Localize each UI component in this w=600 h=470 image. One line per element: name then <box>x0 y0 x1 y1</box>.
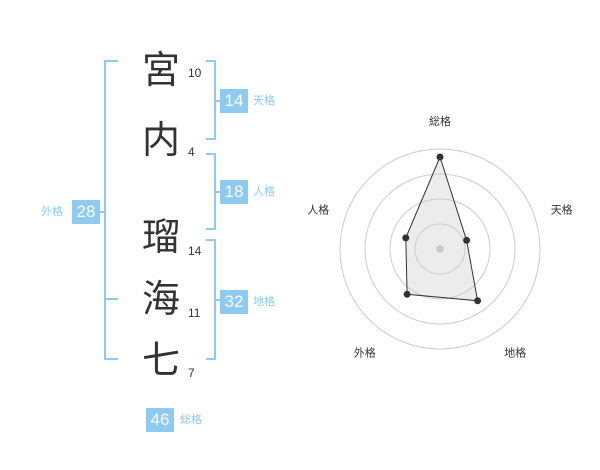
radar-axis-label-1: 総格 <box>429 114 451 128</box>
tenkaku-label: 天格 <box>253 94 275 107</box>
chikaku-label: 地格 <box>253 295 275 308</box>
tenkaku-tick <box>214 100 220 102</box>
tenkaku-value-badge: 14 <box>220 89 248 113</box>
radar-point-3 <box>474 297 482 305</box>
gaikaku-inner-tick <box>104 298 118 300</box>
soukaku-value-badge: 46 <box>146 408 174 432</box>
radar-point-5 <box>402 234 410 242</box>
stroke-count-3: 14 <box>188 244 202 258</box>
name-char-4: 海 <box>141 277 180 321</box>
name-char-1: 宮 <box>141 48 180 92</box>
radar-axis-label-5: 人格 <box>307 202 329 216</box>
jinkaku-value-badge: 18 <box>220 180 248 204</box>
radar-ring-2 <box>389 198 491 300</box>
stroke-count-2: 4 <box>188 145 195 159</box>
radar-center-dot <box>436 245 444 253</box>
radar-axis-label-2: 天格 <box>551 202 573 216</box>
gaikaku-tick <box>100 211 106 213</box>
gaikaku-bracket <box>104 60 118 360</box>
gaikaku-label: 外格 <box>41 205 63 218</box>
name-char-2: 内 <box>141 118 180 162</box>
gaikaku-value-badge: 28 <box>72 200 100 224</box>
radar-series-polygon <box>405 155 479 302</box>
radar-ring-1 <box>414 223 466 275</box>
chikaku-tick <box>214 299 220 301</box>
radar-ring-4 <box>339 148 541 350</box>
name-char-5: 七 <box>141 338 180 382</box>
chikaku-value-badge: 32 <box>220 290 248 314</box>
stroke-count-1: 10 <box>188 66 202 80</box>
jinkaku-label: 人格 <box>253 185 275 198</box>
radar-axis-label-4: 外格 <box>354 346 376 360</box>
radar-ring-3 <box>364 173 516 325</box>
name-char-3: 瑠 <box>141 215 180 259</box>
radar-point-2 <box>463 236 471 244</box>
soukaku-label: 総格 <box>180 413 202 426</box>
jinkaku-tick <box>214 191 220 193</box>
stroke-count-4: 11 <box>188 306 201 320</box>
radar-point-4 <box>403 290 411 298</box>
stroke-count-5: 7 <box>188 366 195 380</box>
radar-axis-label-3: 地格 <box>504 346 526 360</box>
radar-point-1 <box>436 153 444 161</box>
